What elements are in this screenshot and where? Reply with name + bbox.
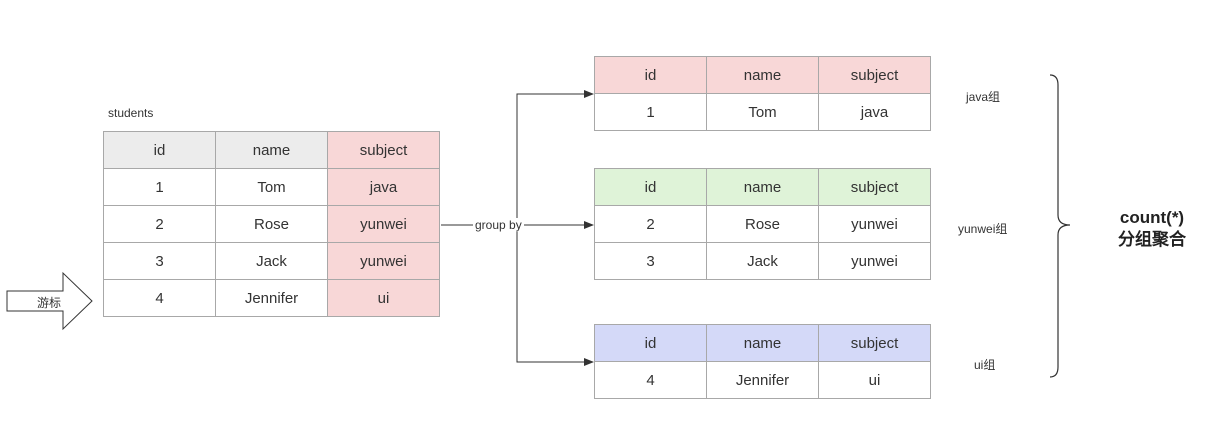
cell-id: 1 — [594, 93, 707, 131]
cell-name: Rose — [215, 205, 328, 243]
table-row: 3 Jack yunwei — [103, 242, 440, 280]
cell-name: Jennifer — [706, 361, 819, 399]
header-cell-id: id — [594, 168, 707, 206]
group-table-yunwei: id name subject 2 Rose yunwei 3 Jack yun… — [594, 168, 931, 280]
cell-subject: java — [327, 168, 440, 206]
table-caption: students — [108, 106, 154, 120]
header-cell-name: name — [706, 168, 819, 206]
cell-subject: java — [818, 93, 931, 131]
cell-id: 4 — [103, 279, 216, 317]
table-row: 4 Jennifer ui — [103, 279, 440, 317]
header-cell-subject: subject — [818, 324, 931, 362]
cursor-label: 游标 — [37, 296, 62, 310]
curly-brace — [1049, 74, 1071, 378]
group-label-ui: ui组 — [974, 358, 996, 372]
table-row: 3 Jack yunwei — [594, 242, 931, 280]
result-label: count(*) 分组聚合 — [1104, 207, 1200, 251]
cell-subject: yunwei — [818, 205, 931, 243]
cell-subject: ui — [818, 361, 931, 399]
cell-subject: yunwei — [818, 242, 931, 280]
branch-java — [516, 90, 594, 225]
table-row: 4 Jennifer ui — [594, 361, 931, 399]
cell-id: 2 — [103, 205, 216, 243]
result-line-1: count(*) — [1119, 208, 1185, 227]
cell-id: 2 — [594, 205, 707, 243]
cell-subject: yunwei — [327, 205, 440, 243]
header-cell-name: name — [706, 56, 819, 94]
result-line-2: 分组聚合 — [1118, 230, 1186, 249]
header-cell-name: name — [215, 131, 328, 169]
students-table: id name subject 1 Tom java 2 Rose yunwei… — [103, 131, 440, 317]
table-row: 1 Tom java — [103, 168, 440, 206]
group-by-label: group by — [473, 218, 524, 232]
table-header-row: id name subject — [103, 131, 440, 169]
header-cell-subject: subject — [818, 168, 931, 206]
cell-name: Jack — [706, 242, 819, 280]
cell-id: 4 — [594, 361, 707, 399]
group-table-ui: id name subject 4 Jennifer ui — [594, 324, 931, 399]
group-label-yunwei: yunwei组 — [958, 222, 1008, 236]
cell-name: Jennifer — [215, 279, 328, 317]
table-row: 2 Rose yunwei — [103, 205, 440, 243]
header-cell-subject: subject — [818, 56, 931, 94]
table-row: 2 Rose yunwei — [594, 205, 931, 243]
cell-subject: yunwei — [327, 242, 440, 280]
cell-name: Rose — [706, 205, 819, 243]
header-cell-subject: subject — [327, 131, 440, 169]
table-header-row: id name subject — [594, 56, 931, 94]
cursor-arrow-shape — [6, 271, 93, 331]
cell-subject: ui — [327, 279, 440, 317]
group-label-java: java组 — [966, 90, 1001, 104]
cell-id: 1 — [103, 168, 216, 206]
header-cell-name: name — [706, 324, 819, 362]
table-header-row: id name subject — [594, 168, 931, 206]
cell-id: 3 — [594, 242, 707, 280]
cell-id: 3 — [103, 242, 216, 280]
header-cell-id: id — [594, 56, 707, 94]
header-cell-id: id — [594, 324, 707, 362]
header-cell-id: id — [103, 131, 216, 169]
branch-ui — [516, 225, 594, 366]
cell-name: Tom — [706, 93, 819, 131]
group-table-java: id name subject 1 Tom java — [594, 56, 931, 131]
table-row: 1 Tom java — [594, 93, 931, 131]
table-header-row: id name subject — [594, 324, 931, 362]
cell-name: Tom — [215, 168, 328, 206]
cell-name: Jack — [215, 242, 328, 280]
